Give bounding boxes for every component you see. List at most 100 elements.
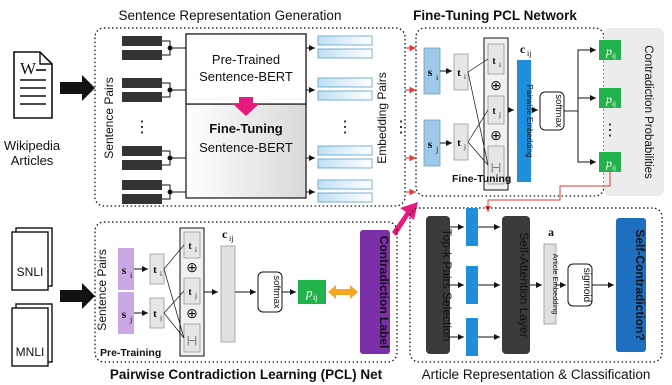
topk-label: Top-k Pairs Selection	[440, 229, 454, 342]
s-i-sub-bottom: i	[130, 271, 133, 280]
concat-tj-top: t	[492, 106, 496, 117]
self-attention-label: Self-Attention Layer	[517, 232, 531, 337]
c-ij-sub-bottom: ij	[229, 234, 233, 243]
contradiction-label-box	[360, 230, 390, 354]
t-i-label-top: t	[457, 67, 461, 79]
panel-arc	[409, 207, 663, 363]
finetuning-sbert-label-2: Sentence-BERT	[199, 140, 293, 155]
concat-ti-sub-bottom: i	[195, 246, 197, 254]
finetuning-sbert-label-1: Fine-Tuning	[209, 121, 282, 136]
pretrained-label-1: Pre-Trained	[212, 52, 280, 67]
t-i-box-bottom	[149, 253, 165, 285]
pairwise-embedding-bar	[517, 60, 531, 182]
p-ij-bottom	[298, 280, 326, 304]
t-j-box-bottom	[149, 297, 165, 329]
oplus-1-top: ⊕	[490, 77, 502, 93]
dots-probabilities: ⋮	[602, 122, 618, 139]
s-j-box-bottom	[118, 292, 134, 334]
concat-ti-bottom: t	[188, 241, 192, 252]
t-j-sub-bottom: j	[159, 314, 162, 322]
t-j-label-bottom: t	[153, 308, 157, 320]
wikipedia-doc-icon: W	[13, 51, 53, 119]
pre-training-tag: Pre-Training	[100, 347, 161, 359]
pretrained-sbert	[185, 33, 307, 105]
fine-tuning-tag: Fine-Tuning	[452, 173, 511, 185]
concat-ti-sub-top: i	[499, 61, 501, 69]
pcl-to-finetune-arrow	[392, 202, 418, 236]
p-ij-outputs-top: p ij p ij p ij	[599, 40, 621, 172]
pij-bottom-label: p	[305, 285, 313, 300]
wiki-w-glyph: W	[20, 59, 37, 78]
oplus-2-bottom: ⊕	[186, 305, 198, 321]
t-i-sub-bottom: i	[160, 270, 162, 278]
softmax-label-bottom: softmax	[271, 275, 282, 309]
self-contradiction-label: Self-Contradiction?	[633, 229, 647, 340]
oplus-1-bottom: ⊕	[186, 259, 198, 275]
pij-2-sub: ij	[612, 100, 616, 108]
self-contradiction-box	[616, 218, 646, 352]
softmax-label-top: softmax	[553, 94, 564, 128]
embedding-pairs-label: Embedding Pairs	[375, 72, 389, 163]
finetune-down-arrow	[233, 97, 259, 116]
mnli-doc-icon	[11, 303, 53, 367]
dots-embeddings: ⋮	[337, 119, 353, 136]
compare-double-arrow	[328, 285, 358, 299]
t-i-label-bottom: t	[153, 264, 157, 276]
mnli-label: MNLI	[16, 345, 45, 359]
dots-embeddings-2: ⋮	[393, 119, 409, 136]
article-embedding-bar	[543, 243, 557, 325]
contradiction-probabilities-label: Contradiction Probabilities	[642, 45, 654, 179]
selected-pair-vectors	[466, 208, 478, 356]
feedback-line	[485, 172, 611, 212]
c-ij-top: c	[520, 42, 526, 56]
s-j-sub-top: j	[435, 145, 438, 154]
wikipedia-label-line2: Articles	[11, 153, 54, 168]
sentence-pairs-label-bottom: Sentence Pairs	[95, 249, 109, 330]
c-ij-bottom: c	[222, 227, 228, 241]
abs-diff-top: |–|	[491, 161, 501, 173]
concat-tj-bottom: t	[188, 287, 192, 298]
oplus-2-top: ⊕	[490, 127, 502, 143]
c-ij-sub-top: ij	[527, 49, 531, 58]
sigmoid-label: sigmoid	[581, 268, 592, 302]
topk-box	[426, 216, 450, 354]
pij-bottom-sub: ij	[313, 293, 317, 302]
panel-finetune-pcl	[415, 27, 605, 197]
title-sentence-representation-generation: Sentence Representation Generation	[119, 8, 342, 23]
sentence-bars-top	[122, 36, 162, 204]
s-i-box-bottom	[118, 248, 134, 290]
concat-ti-top: t	[492, 56, 496, 67]
concat-tj-sub-top: j	[498, 111, 501, 119]
sentence-pairs-label-top: Sentence Pairs	[102, 77, 116, 158]
s-j-label-top: s	[428, 137, 433, 151]
s-i-label-bottom: s	[122, 263, 127, 277]
s-i-sub-top: i	[436, 73, 439, 82]
t-j-label-top: t	[457, 137, 461, 149]
title-pcl: Pairwise Contradiction Learning (PCL) Ne…	[110, 367, 383, 382]
t-j-box-top	[453, 123, 469, 161]
article-embedding-label: Article Embedding	[551, 254, 560, 315]
input-arrow-wiki	[60, 75, 95, 101]
pij-3-sub: ij	[612, 164, 616, 172]
t-i-box-top	[453, 53, 469, 91]
self-attention-box	[502, 216, 530, 354]
s-j-label-bottom: s	[122, 307, 127, 321]
pij-1: p	[605, 44, 612, 58]
dots-sentences: ⋮	[134, 119, 150, 136]
t-j-sub-top: j	[463, 143, 466, 151]
title-arc: Article Representation & Classification	[422, 367, 651, 382]
embedding-bars	[317, 35, 373, 203]
a-vector-label: a	[548, 225, 554, 239]
input-arrow-nli	[60, 283, 95, 309]
wikipedia-label-line1: Wikipedia	[4, 138, 61, 153]
pairwise-embedding-label: Pairwise Embedding	[525, 85, 534, 158]
title-finetuning-pcl: Fine-Tuning PCL Network	[413, 8, 577, 23]
t-i-sub-top: i	[464, 73, 466, 81]
pij-3: p	[605, 156, 612, 170]
contradiction-label-text: Contradiction Label	[377, 236, 391, 349]
pretrained-label-2: Sentence-BERT	[199, 69, 293, 84]
snli-label: SNLI	[17, 265, 44, 279]
snli-doc-icon	[11, 227, 53, 291]
pij-2: p	[605, 92, 612, 106]
